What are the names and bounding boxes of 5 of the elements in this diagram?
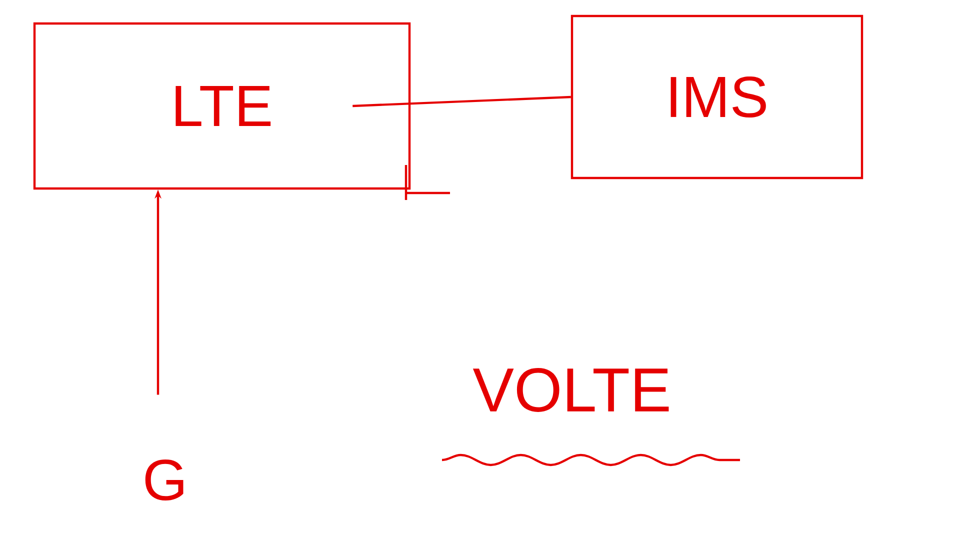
connector-line bbox=[352, 96, 571, 108]
process-box: IMS bbox=[570, 14, 864, 180]
process-box: LTE bbox=[33, 22, 411, 190]
node-label: G bbox=[145, 459, 184, 501]
handwritten-label: VOLTE bbox=[472, 368, 669, 412]
